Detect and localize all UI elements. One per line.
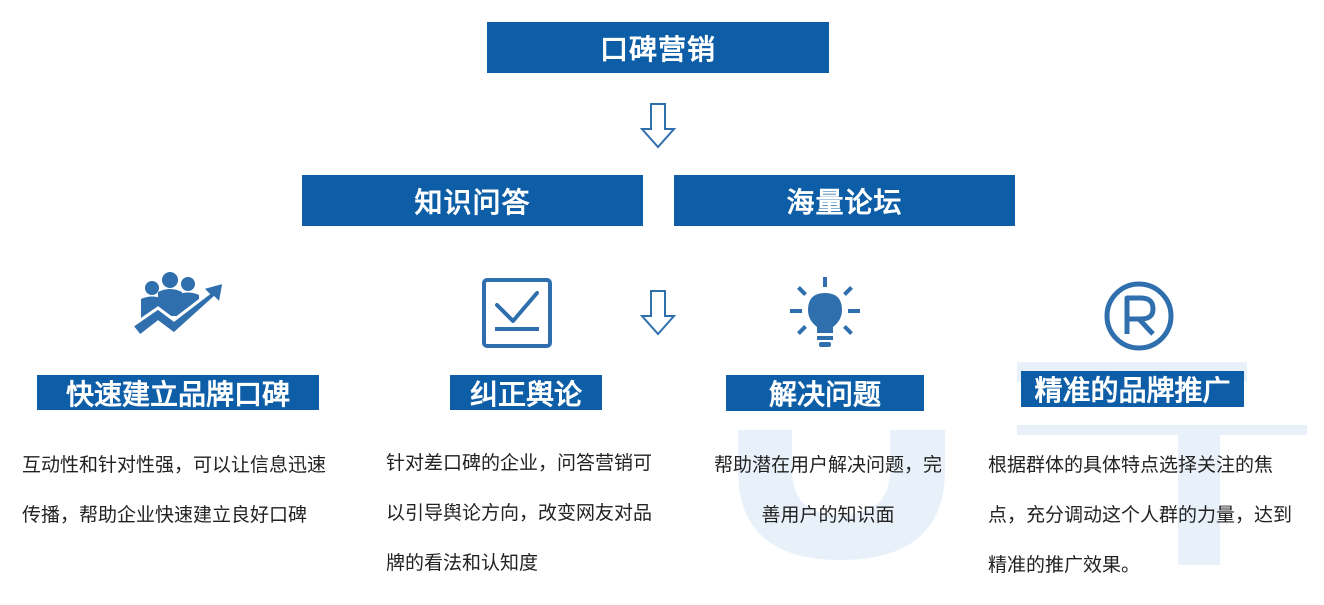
column-title-precise-promotion: 精准的品牌推广 — [1021, 371, 1244, 407]
column-title-fast-brand: 快速建立品牌口碑 — [37, 375, 319, 411]
column-title-correct-opinion: 纠正舆论 — [450, 375, 602, 411]
lightbulb-icon — [790, 277, 860, 347]
checkbox-icon — [482, 278, 552, 348]
column-desc-fast-brand: 互动性和针对性强，可以让信息迅速传播，帮助企业快速建立良好口碑 — [22, 454, 327, 526]
forum-label: 海量论坛 — [786, 185, 903, 219]
registered-trademark-icon — [1104, 281, 1174, 351]
column-title-solve-problems: 解决问题 — [726, 375, 924, 411]
forum-box: 海量论坛 — [674, 175, 1015, 226]
column-desc-correct-opinion: 针对差口碑的企业，问答营销可以引导舆论方向，改变网友对品牌的看法和认知度 — [386, 452, 653, 574]
growth-people-icon — [129, 272, 226, 339]
knowledge-qa-label: 知识问答 — [414, 185, 531, 219]
column-desc-solve-problems: 帮助潜在用户解决问题，完善用户的知识面 — [713, 454, 942, 526]
column-desc-precise-promotion: 根据群体的具体特点选择关注的焦点，充分调动这个人群的力量，达到精准的推广效果。 — [988, 454, 1293, 576]
top-title-box: 口碑营销 — [487, 22, 829, 73]
down-arrow-icon — [640, 290, 676, 336]
top-title: 口碑营销 — [599, 32, 716, 66]
knowledge-qa-box: 知识问答 — [302, 175, 643, 226]
down-arrow-icon — [640, 103, 676, 149]
